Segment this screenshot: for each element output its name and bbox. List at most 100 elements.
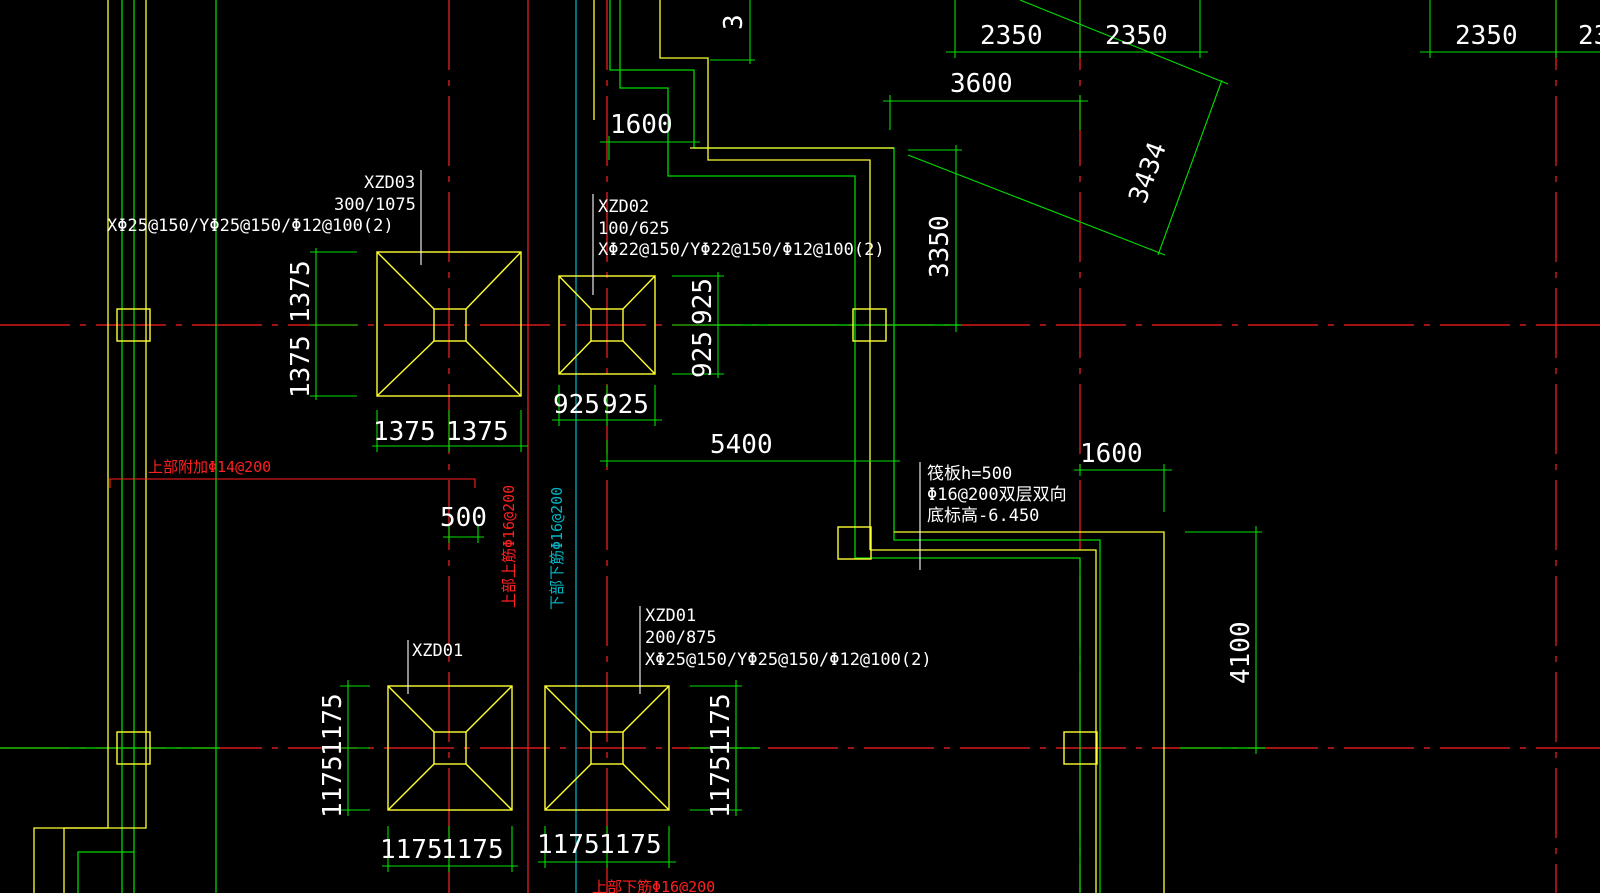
rebar-label-top-lower-cut: 上部下筋Φ16@200 <box>592 878 715 893</box>
rebar-red <box>109 478 476 488</box>
rebar-line <box>109 478 476 488</box>
dim-text: 3434 <box>1123 138 1173 207</box>
pad-diagonal <box>465 251 522 310</box>
raft-note-line2: Φ16@200双层双向 <box>927 485 1067 505</box>
foundation-labels: XZD03 300/1075 XΦ25@150/YΦ25@150/Φ12@100… <box>107 173 1067 670</box>
xzd01-left-id[interactable]: XZD01 <box>412 641 463 661</box>
dim-text: 1175 <box>318 755 348 818</box>
dim-text: 1175 <box>380 835 443 865</box>
pad-column <box>590 308 624 342</box>
dim-text: 1375 <box>286 260 316 323</box>
pad-diagonal <box>376 340 435 397</box>
pad-diagonal <box>622 685 670 733</box>
rebar-label-top-upper: 上部上筋Φ16@200 <box>500 485 518 608</box>
dimension-texts: 2350 2350 2350 23 3 3600 1600 3434 3350 … <box>286 14 1600 865</box>
foundation-xzd02[interactable] <box>558 275 656 375</box>
dim-text: 23 <box>1578 21 1600 51</box>
foundation-xzd01-left[interactable] <box>387 685 513 811</box>
dim-text: 1175 <box>706 755 736 818</box>
dim-text: 1375 <box>286 335 316 398</box>
dim-text: 925 <box>688 278 718 325</box>
xzd01-right-size: 200/875 <box>645 628 717 648</box>
dim-text: 5400 <box>710 430 773 460</box>
column[interactable] <box>1063 731 1098 765</box>
foundation-xzd03[interactable] <box>376 251 522 397</box>
dim-text: 2350 <box>980 21 1043 51</box>
foundation-xzd01-right[interactable] <box>544 685 670 811</box>
dim-text: 500 <box>440 503 487 533</box>
rebar-labels: 上部附加Φ14@200 上部上筋Φ16@200 下部下筋Φ16@200 上部下筋… <box>148 458 715 893</box>
dim-text: 4100 <box>1226 621 1256 684</box>
pad-diagonal <box>622 275 656 310</box>
dim-text: 1600 <box>1080 439 1143 469</box>
pad-diagonal <box>558 275 592 310</box>
raft-note-line1: 筏板h=500 <box>927 464 1012 484</box>
xzd03-size: 300/1075 <box>334 195 416 215</box>
columns <box>116 308 1098 765</box>
column[interactable] <box>116 308 151 342</box>
rebar-label-bottom-lower: 下部下筋Φ16@200 <box>548 487 566 610</box>
leader-lines <box>407 170 921 694</box>
pad-diagonal <box>544 685 592 733</box>
xzd01-right-id[interactable]: XZD01 <box>645 606 696 626</box>
xzd03-rebar: XΦ25@150/YΦ25@150/Φ12@100(2) <box>107 216 394 236</box>
pad-column <box>433 308 467 342</box>
pad-column <box>433 731 467 765</box>
dim-text: 3600 <box>950 69 1013 99</box>
raft-note-line3: 底标高-6.450 <box>927 506 1039 526</box>
xzd02-id[interactable]: XZD02 <box>598 197 649 217</box>
wall-line <box>894 531 1165 893</box>
dim-line <box>1019 0 1229 85</box>
pad-diagonal <box>544 763 592 811</box>
pad-outline <box>376 251 522 397</box>
pad-outline <box>387 685 513 811</box>
dim-text: 1175 <box>706 693 736 756</box>
walls-green <box>77 0 1101 893</box>
dim-text: 925 <box>688 331 718 378</box>
dim-text: 1600 <box>610 110 673 140</box>
pad-diagonal <box>465 763 513 811</box>
dim-line <box>1157 79 1223 256</box>
column[interactable] <box>837 526 872 560</box>
wall-line <box>619 0 1081 893</box>
dim-text: 2350 <box>1105 21 1168 51</box>
dim-text: 1375 <box>373 417 436 447</box>
dim-text: 1175 <box>537 830 600 860</box>
pad-diagonal <box>558 340 592 375</box>
dim-text: 1375 <box>446 417 509 447</box>
xzd03-id[interactable]: XZD03 <box>364 173 415 193</box>
xzd02-rebar: XΦ22@150/YΦ22@150/Φ12@100(2) <box>598 240 885 260</box>
pad-diagonal <box>376 251 435 310</box>
wall-line <box>870 549 1097 893</box>
column[interactable] <box>116 731 151 765</box>
dim-text: 925 <box>602 390 649 420</box>
pad-diagonal <box>622 340 656 375</box>
dim-line <box>907 154 1166 256</box>
pad-column <box>590 731 624 765</box>
dim-text: 3350 <box>925 215 955 278</box>
wall-line <box>63 0 147 893</box>
pad-diagonal <box>465 340 522 397</box>
pad-diagonal <box>465 685 513 733</box>
pad-diagonal <box>622 763 670 811</box>
rebar-label-top-additional: 上部附加Φ14@200 <box>148 458 271 476</box>
pad-diagonal <box>387 685 435 733</box>
pad-outline <box>544 685 670 811</box>
wall-line <box>33 0 109 893</box>
xzd02-size: 100/625 <box>598 219 670 239</box>
dim-text: 3 <box>719 14 749 30</box>
walls-yellow <box>33 0 1165 893</box>
dim-text: 1175 <box>441 835 504 865</box>
dim-text: 2350 <box>1455 21 1518 51</box>
dimension-lines <box>310 0 1600 872</box>
dim-text: 1175 <box>318 693 348 756</box>
xzd01-right-rebar: XΦ25@150/YΦ25@150/Φ12@100(2) <box>645 650 932 670</box>
wall-line <box>659 0 871 550</box>
dim-text: 925 <box>553 390 600 420</box>
dim-text: 1175 <box>599 830 662 860</box>
pad-outline <box>558 275 656 375</box>
pad-diagonal <box>387 763 435 811</box>
column[interactable] <box>852 308 887 342</box>
